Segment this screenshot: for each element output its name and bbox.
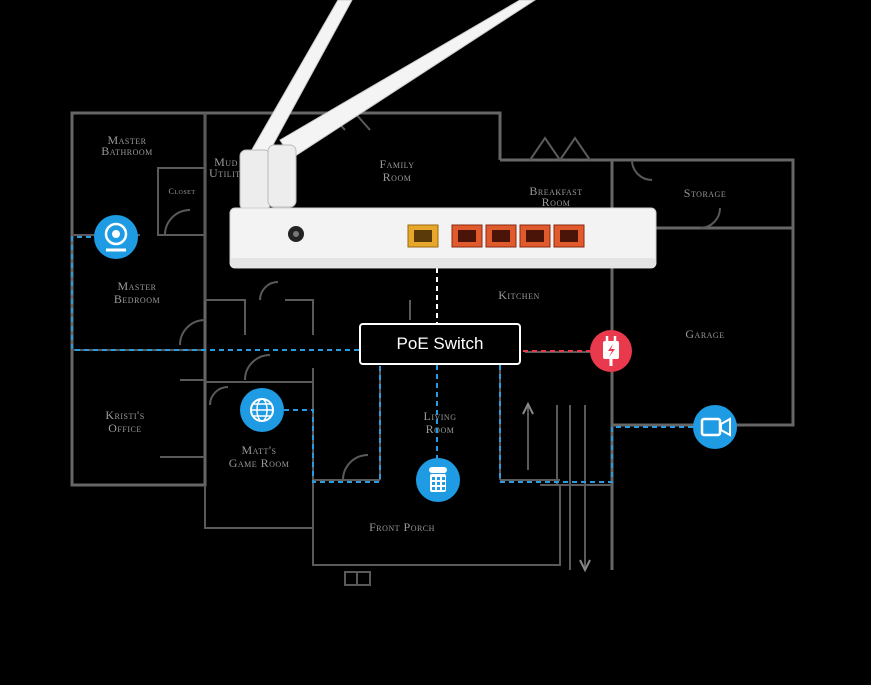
room-label-garage: Garage [685,327,724,341]
room-label-front-porch: Front Porch [369,520,435,534]
room-label-master-bedroom-1: Master [117,279,156,293]
room-label-master-bathroom-2: Bathroom [101,144,153,158]
link-webcam [71,236,359,351]
wan-port [407,224,439,248]
link-globe [284,365,381,483]
lan-ports [451,224,585,248]
router-device [229,207,657,269]
room-label-breakfast-1: Breakfast [529,184,582,198]
room-label-master-bathroom-1: Master [107,133,146,147]
network-links [71,236,693,483]
room-label-utility: Utility [209,166,247,180]
room-label-family-2: Room [383,170,412,184]
room-labels: Master Bathroom Closet Mud Utility Famil… [101,133,726,534]
power-plug-icon [590,330,632,372]
room-label-office-1: Kristi's [105,408,144,422]
voip-phone-icon [416,458,460,502]
webcam-icon [94,215,138,259]
poe-switch-label: PoE Switch [359,323,521,365]
room-label-breakfast-2: Room [542,195,571,209]
video-camera-icon [693,405,737,449]
room-label-game-room-1: Matt's [242,443,277,457]
room-label-living-1: Living [424,409,457,423]
room-label-mud: Mud [214,155,238,169]
link-video-camera [499,365,693,483]
room-label-living-2: Room [426,422,455,436]
room-label-office-2: Office [108,421,141,435]
antennas [239,0,536,211]
room-label-kitchen: Kitchen [498,288,540,302]
room-label-family-1: Family [379,157,414,171]
room-label-master-bedroom-2: Bedroom [114,292,160,306]
room-label-closet: Closet [168,187,195,196]
globe-icon [240,388,284,432]
room-label-game-room-2: Game Room [229,456,290,470]
room-label-storage: Storage [684,186,726,200]
